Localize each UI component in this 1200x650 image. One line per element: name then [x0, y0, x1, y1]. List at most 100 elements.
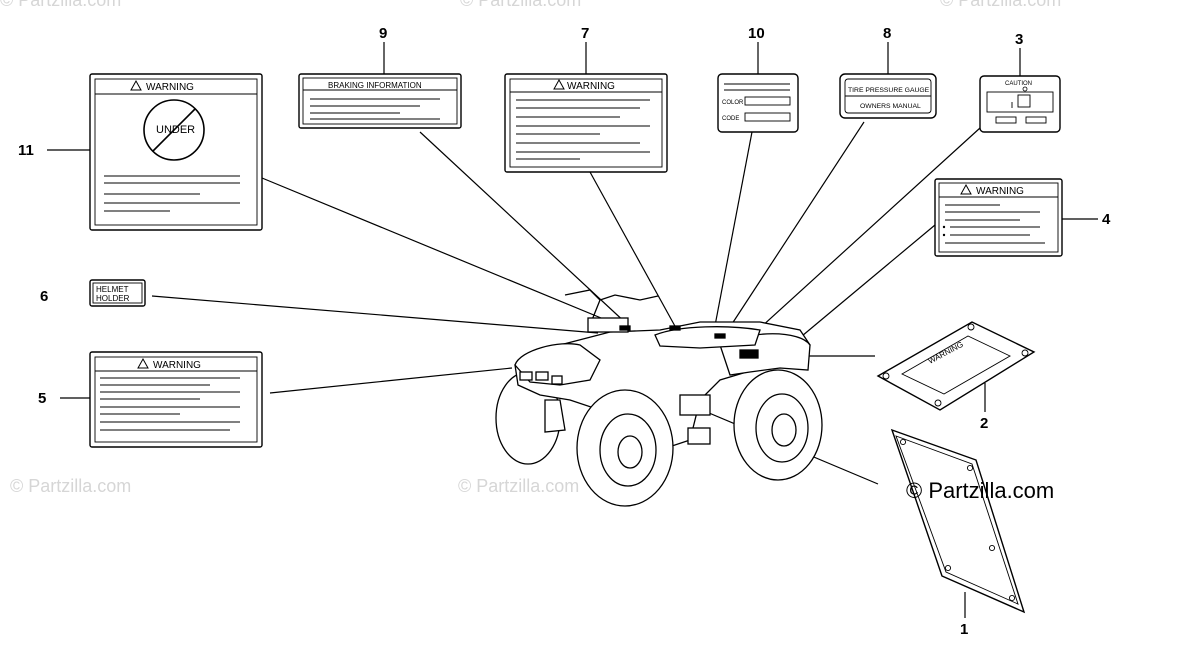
- label-4-warning-text: WARNING: [976, 186, 1024, 197]
- seat: [654, 326, 761, 349]
- color-text: COLOR: [722, 100, 744, 106]
- watermark-top-center: © Partzilla.com: [460, 0, 581, 10]
- callout-9: 9: [379, 25, 387, 42]
- prohibited-slash: [152, 108, 196, 152]
- callout-10: 10: [748, 25, 765, 42]
- mount-hole: [1021, 349, 1029, 357]
- warning-triangle-icon: [137, 357, 149, 369]
- label-2-outline: [876, 321, 1036, 411]
- mount-hole: [967, 323, 975, 331]
- headlight-center: [535, 371, 549, 381]
- label-5-warning-text: WARNING: [153, 360, 201, 371]
- label-3-caution[interactable]: CAUTION: [979, 75, 1061, 133]
- headlight-left: [519, 371, 533, 381]
- decal-mark: [714, 333, 726, 339]
- leader-11-to-atv: [261, 177, 619, 326]
- engine-block: [679, 394, 711, 416]
- caution-text: CAUTION: [1005, 81, 1032, 87]
- caution-panel: [986, 91, 1054, 113]
- helmet-text: HELMET: [96, 285, 129, 294]
- caution-slot-left: [995, 116, 1017, 124]
- label-11-warning-text: WARNING: [146, 82, 194, 93]
- code-field: [744, 112, 791, 122]
- warning-triangle-icon: [130, 79, 142, 91]
- callout-numbers: 1 2 3 4 5 6 7 8 9 10 11: [18, 25, 1111, 638]
- leader-4: [789, 224, 936, 347]
- caution-panel-box: [1017, 94, 1031, 108]
- warning-triangle-icon: [960, 183, 972, 195]
- leader-7: [589, 171, 677, 329]
- under-text: UNDER: [156, 124, 195, 136]
- label-8-tire-pressure-gauge[interactable]: TIRE PRESSURE GAUGE OWNERS MANUAL: [839, 73, 937, 119]
- holder-text: HOLDER: [96, 294, 130, 303]
- mount-hole: [944, 564, 952, 572]
- label-7-inner: [509, 78, 663, 168]
- mount-hole: [899, 438, 907, 446]
- mount-hole: [882, 372, 890, 380]
- label-11-warning-under[interactable]: WARNING UNDER: [89, 73, 263, 231]
- callout-6: 6: [40, 288, 48, 305]
- label-11-outline: [89, 73, 263, 231]
- handlebar-left-grip: [564, 289, 601, 301]
- callout-3: 3: [1015, 31, 1023, 48]
- front-bumper: [544, 399, 566, 433]
- callout-8: 8: [883, 25, 891, 42]
- label-9-outline: [298, 73, 462, 129]
- mount-hole: [1008, 594, 1016, 602]
- callout-1: 1: [960, 621, 968, 638]
- label-5-outline: [89, 351, 263, 448]
- rear-right-hub: [771, 413, 797, 447]
- watermark-left: © Partzilla.com: [10, 476, 131, 496]
- mount-hole: [934, 399, 942, 407]
- code-text: CODE: [722, 116, 739, 122]
- atv-illustration: [495, 289, 823, 507]
- prohibited-circle-icon: [143, 99, 205, 161]
- label-4-outline: [934, 178, 1063, 257]
- label-4-warning[interactable]: WARNING: [934, 178, 1063, 257]
- label-9-braking-information[interactable]: BRAKING INFORMATION: [298, 73, 462, 129]
- color-field: [744, 96, 791, 106]
- watermark-top-left: © Partzilla.com: [0, 0, 121, 10]
- label-2-inner: [901, 335, 1011, 395]
- callout-7: 7: [581, 25, 589, 42]
- bullet: [942, 225, 946, 229]
- watermark-top-right: © Partzilla.com: [940, 0, 1061, 10]
- headlight-right: [551, 375, 563, 385]
- warning-triangle-icon: [553, 78, 565, 90]
- dot-icon: [1022, 86, 1028, 92]
- label-7-outline: [504, 73, 668, 173]
- label-1-outline: [890, 428, 1026, 614]
- caution-slot-right: [1025, 116, 1047, 124]
- footpeg-plate: [687, 427, 711, 445]
- headlight-cowl: [587, 317, 629, 333]
- label-1-inner: [895, 435, 1019, 605]
- label-11-inner: [94, 78, 258, 226]
- braking-information-text: BRAKING INFORMATION: [328, 81, 422, 90]
- callout-4: 4: [1102, 211, 1111, 228]
- label-7-warning[interactable]: WARNING: [504, 73, 668, 173]
- label-1-plate[interactable]: [890, 428, 1026, 614]
- label-5-inner: [94, 356, 258, 443]
- tire-pressure-gauge-text: TIRE PRESSURE GAUGE: [848, 87, 930, 94]
- handlebar: [589, 294, 659, 326]
- decal-mark: [619, 325, 631, 331]
- owners-manual-text: OWNERS MANUAL: [860, 103, 921, 110]
- label-6-inner: [92, 282, 143, 304]
- label-3-outline: [979, 75, 1061, 133]
- leader-3: [737, 127, 981, 349]
- label-6-helmet-holder[interactable]: HELMET HOLDER: [89, 279, 146, 307]
- leader-lines: [47, 42, 1098, 618]
- label-7-warning-text: WARNING: [567, 81, 615, 92]
- watermark-center: © Partzilla.com: [458, 476, 579, 496]
- label-2-warning-plate[interactable]: WARNING: [876, 321, 1036, 411]
- decal-mark: [669, 325, 681, 331]
- leader-6: [151, 295, 599, 334]
- mount-hole: [966, 464, 974, 472]
- label-10-outline: [717, 73, 799, 133]
- label-4-inner: [938, 182, 1059, 253]
- mount-hole: [988, 544, 996, 552]
- label-10-color-code[interactable]: COLOR CODE: [717, 73, 799, 133]
- label-5-warning[interactable]: WARNING: [89, 351, 263, 448]
- label-9-inner: [302, 77, 458, 125]
